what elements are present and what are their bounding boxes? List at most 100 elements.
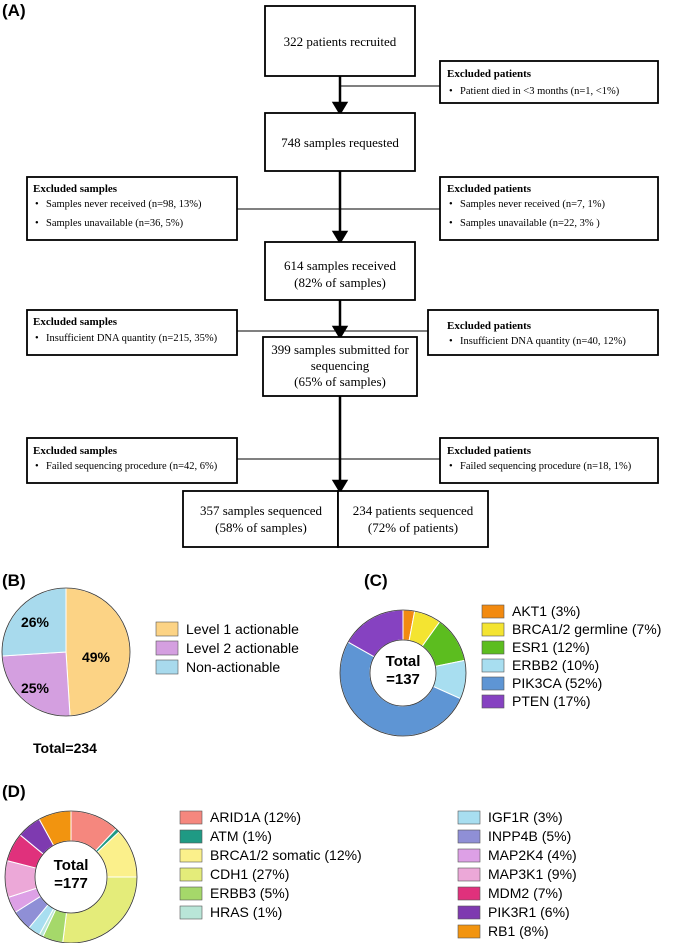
received-pct: (82% of samples) [294,275,386,290]
legend-label: CDH1 (27%) [210,866,289,882]
exclusion-item: Samples never received (n=98, 13%) [46,199,202,210]
legend-label: ESR1 (12%) [512,639,590,655]
legend-label: PIK3CA (52%) [512,675,602,691]
legend-label: MAP2K4 (4%) [488,847,577,863]
legend-label: INPP4B (5%) [488,828,571,844]
exclusion-item: Samples unavailable (n=22, 3% ) [460,218,600,229]
submitted-text: 399 samples submitted for [271,342,409,357]
exclusion-title: Excluded patients [447,68,532,80]
legend-swatch [481,604,505,619]
exclusion-connectors [237,85,440,460]
legend-label: ERBB2 (10%) [512,657,599,673]
arrow-head [331,230,349,245]
exclusion-title: Excluded patients [447,320,532,332]
exclusion-box-4 [26,309,238,356]
legend-swatch [481,676,505,691]
bullet: • [35,333,39,344]
exclusion-title: Excluded samples [33,183,118,195]
donut-chart-c [339,609,467,737]
exclusion-title: Excluded patients [447,183,532,195]
exclusion-box-2 [26,176,238,241]
received-text: 614 samples received [284,258,396,273]
pie-chart-b: 49%25%26% [1,587,131,717]
exclusion-item: Samples never received (n=7, 1%) [460,199,605,210]
exclusion-box-6 [26,437,238,484]
exclusion-item: Failed sequencing procedure (n=18, 1%) [460,461,632,472]
legend-label: Level 2 actionable [186,640,299,656]
legend-swatch [481,640,505,655]
legend-swatch [457,848,481,863]
exclusion-box-1 [439,60,659,104]
patients-sequenced-text: 234 patients sequenced [353,503,474,518]
legend-swatch [481,694,505,709]
legend-label: IGF1R (3%) [488,809,563,825]
legend-label: AKT1 (3%) [512,603,580,619]
pie-outline [4,810,138,943]
legend-swatch [179,810,203,825]
donut-c-center-line2: =137 [386,671,420,688]
legend-label: PTEN (17%) [512,693,591,709]
samples-sequenced-pct: (58% of samples) [215,520,307,535]
pie-b-total: Total=234 [33,740,97,756]
submitted-pct: (65% of samples) [294,374,386,389]
pie-outline [339,609,467,737]
samples-sequenced-text: 357 samples sequenced [200,503,323,518]
bullet: • [35,199,39,210]
requested-text: 748 samples requested [281,135,399,150]
legend-swatch [155,621,179,637]
donut-hole [369,639,437,707]
bullet: • [449,461,453,472]
exclusion-boxes [26,60,659,484]
slice-label: 25% [21,680,50,696]
legend-label: PIK3R1 (6%) [488,904,570,920]
exclusion-item: Failed sequencing procedure (n=42, 6%) [46,461,218,472]
legend-d: ARID1A (12%)ATM (1%)BRCA1/2 somatic (12%… [179,809,577,939]
bullet: • [449,218,453,229]
bullet: • [35,461,39,472]
flow-arrows [331,76,349,494]
box-requested [264,112,416,172]
box-patients-sequenced [337,490,489,548]
box-submitted [262,336,418,397]
exclusion-item: Samples unavailable (n=36, 5%) [46,218,184,229]
legend-swatch [457,886,481,901]
legend-label: BRCA1/2 somatic (12%) [210,847,362,863]
bullet: • [449,336,453,347]
donut-chart-d [4,810,138,943]
exclusion-title: Excluded samples [33,445,118,457]
legend-label: BRCA1/2 germline (7%) [512,621,661,637]
exclusion-item: Insufficient DNA quantity (n=40, 12%) [460,336,626,347]
legend-swatch [155,640,179,656]
legend-swatch [457,810,481,825]
legend-swatch [179,848,203,863]
exclusion-box-3 [439,176,659,241]
legend-swatch [155,659,179,675]
legend-label: MDM2 (7%) [488,885,563,901]
panel-label-b: (B) [2,571,26,590]
donut-c-center-line1: Total [386,653,421,670]
legend-label: ERBB3 (5%) [210,885,289,901]
legend-c: AKT1 (3%) BRCA1/2 germline (7%) ESR1 (12%)… [481,603,661,709]
legend-label: HRAS (1%) [210,904,282,920]
submitted-text-2: sequencing [311,358,370,373]
exclusion-title: Excluded patients [447,445,532,457]
bullet: • [449,199,453,210]
legend-swatch [179,829,203,844]
box-recruited [264,5,416,77]
legend-label: ATM (1%) [210,828,272,844]
legend-swatch [179,905,203,920]
legend-label: MAP3K1 (9%) [488,866,577,882]
donut-d-center-line1: Total [54,857,89,874]
exclusion-item: Patient died in <3 months (n=1, <1%) [460,86,620,97]
legend-swatch [457,867,481,882]
legend-label: Non-actionable [186,659,280,675]
legend-swatch [457,829,481,844]
panel-label-d: (D) [2,782,26,801]
flow-boxes [182,5,489,548]
arrow-head [331,479,349,494]
patients-sequenced-pct: (72% of patients) [368,520,458,535]
donut-d-center-line2: =177 [54,875,88,892]
bullet: • [35,218,39,229]
exclusion-item: Insufficient DNA quantity (n=215, 35%) [46,333,218,344]
legend-swatch [457,924,481,939]
